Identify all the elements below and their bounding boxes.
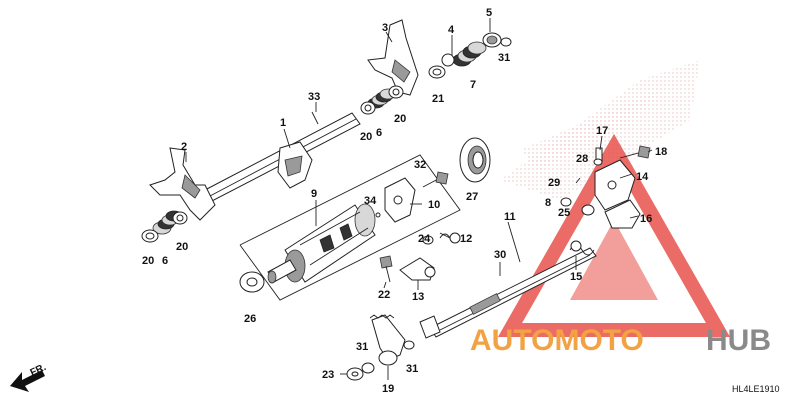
callout-22: 22 (378, 289, 390, 301)
bolt-32 (422, 171, 449, 188)
bolt-22 (379, 255, 393, 283)
callout-31-c: 31 (498, 52, 510, 64)
pin-33 (311, 111, 319, 125)
shift-fork-left (149, 147, 216, 221)
callout-3: 3 (382, 22, 388, 34)
washer-20-a (141, 229, 159, 243)
washer-4 (441, 53, 455, 67)
shift-drum (267, 203, 376, 284)
cam-plate-10 (384, 177, 416, 223)
callout-18: 18 (655, 146, 667, 158)
front-direction-label: FR. (29, 362, 48, 379)
diagram-code: HL4LE1910 (732, 384, 780, 394)
callout-2: 2 (181, 141, 187, 153)
callout-25: 25 (558, 207, 570, 219)
callout-1: 1 (280, 117, 286, 129)
washer-26 (239, 271, 265, 293)
washer-8 (560, 197, 572, 207)
callout-11: 11 (504, 211, 516, 223)
callout-20-d: 20 (394, 113, 406, 125)
washer-31-b (403, 340, 415, 350)
front-direction-arrow-icon: FR. (10, 362, 48, 392)
bearing-27 (459, 137, 491, 183)
callout-26: 26 (244, 313, 256, 325)
callout-20-c: 20 (360, 131, 372, 143)
callout-28: 28 (576, 153, 588, 165)
callout-8: 8 (545, 197, 551, 209)
shift-fork-right (367, 19, 419, 96)
bolt-18 (619, 145, 651, 159)
callout-4: 4 (448, 24, 455, 36)
gearshift-spindle (419, 247, 597, 339)
callout-labels: 1 2 3 4 5 6 6 7 8 9 10 11 12 13 14 15 16… (142, 7, 667, 395)
callout-24: 24 (418, 233, 431, 245)
drum-assembly-outline (239, 154, 461, 301)
collar-25 (581, 204, 595, 216)
callout-31-a: 31 (356, 341, 368, 353)
callout-16: 16 (640, 213, 652, 225)
collar-24 (422, 235, 434, 245)
callout-33: 33 (308, 91, 320, 103)
spring-7 (452, 41, 487, 67)
stopper-arm-13 (399, 257, 436, 281)
callout-17: 17 (596, 125, 608, 137)
spring-15 (569, 240, 595, 256)
watermark-brand-left: AUTOMOTO (470, 324, 644, 357)
washer-31-a (361, 362, 375, 374)
callout-20-b: 20 (176, 241, 188, 253)
callout-14: 14 (636, 171, 649, 183)
callout-34: 34 (364, 195, 377, 207)
pin-34 (375, 212, 381, 218)
callout-10: 10 (428, 199, 440, 211)
gearshift-arm-14 (594, 159, 636, 211)
callout-12: 12 (460, 233, 472, 245)
leader-lines (185, 18, 653, 380)
callout-9: 9 (311, 188, 317, 200)
watermark-brand-right: HUB (706, 324, 771, 357)
washer-20-b (172, 211, 188, 225)
callout-7: 7 (470, 79, 476, 91)
callout-32: 32 (414, 159, 426, 171)
shift-fork-center (277, 141, 313, 189)
ring-21 (428, 65, 446, 79)
washer-20-c (360, 101, 376, 115)
washer-31-c (500, 37, 512, 47)
washer-20-d (388, 85, 404, 99)
watermark-dot-pattern (500, 60, 700, 200)
callout-5: 5 (486, 7, 492, 19)
callout-31-b: 31 (406, 363, 418, 375)
bolt-29 (575, 177, 581, 184)
collar-28 (593, 158, 603, 166)
callout-29: 29 (548, 177, 560, 189)
bearing-5 (482, 32, 502, 48)
watermark-triangle-icon (497, 133, 731, 337)
callout-15: 15 (570, 271, 582, 283)
callout-23: 23 (322, 369, 334, 381)
washer-23 (346, 367, 364, 381)
callout-19: 19 (382, 383, 394, 395)
watermark-brand: AUTOMOTO HUB (470, 324, 771, 357)
callout-20-a: 20 (142, 255, 154, 267)
plate-16 (604, 199, 641, 229)
callout-30: 30 (494, 249, 506, 261)
callout-21: 21 (432, 93, 444, 105)
callout-6-left: 6 (162, 255, 168, 267)
callout-27: 27 (466, 191, 478, 203)
callout-6-upper: 6 (376, 127, 382, 139)
shift-arm-19 (369, 314, 406, 366)
callout-13: 13 (412, 291, 424, 303)
